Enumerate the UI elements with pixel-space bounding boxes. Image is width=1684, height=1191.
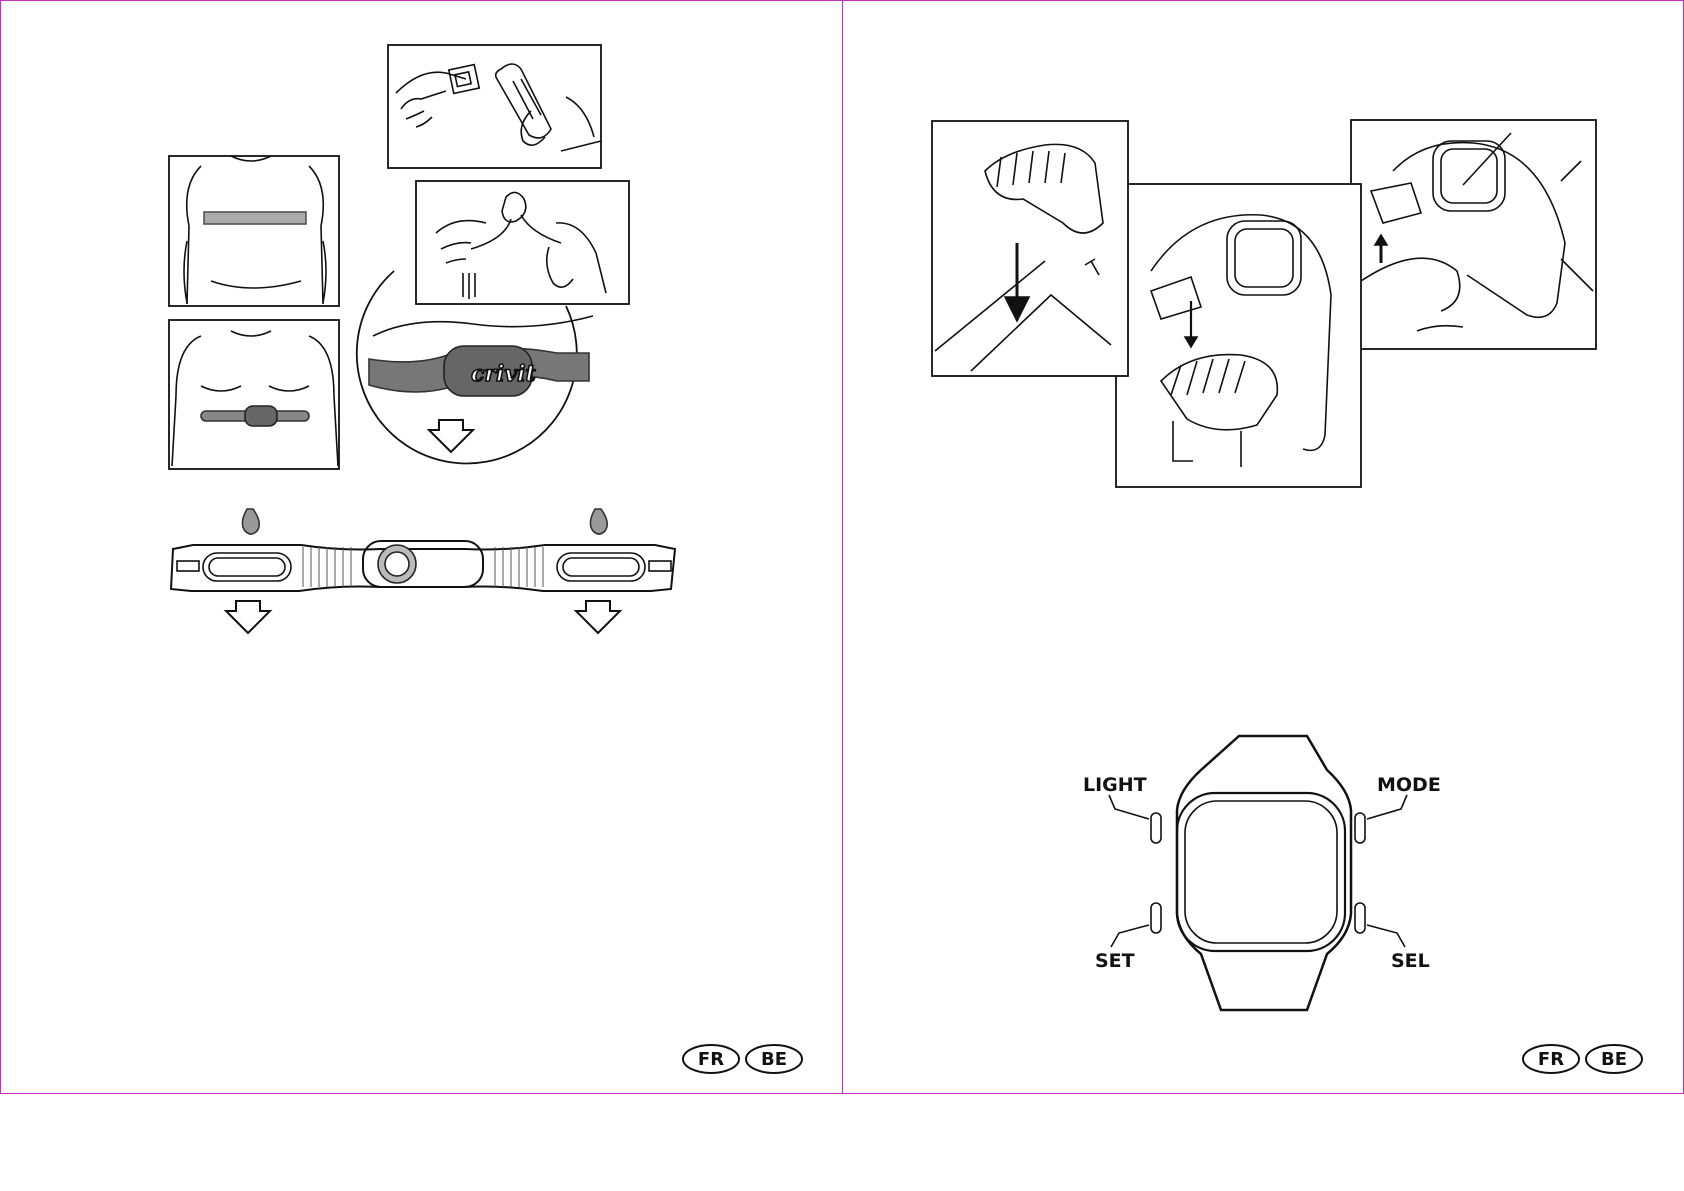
- fig-strap-bar: [932, 121, 1128, 376]
- label-mode: MODE: [1377, 774, 1441, 796]
- left-page: crivit: [0, 0, 843, 1094]
- fig-watch-face: [1109, 736, 1407, 1010]
- fig-watch-mount: [1116, 184, 1361, 487]
- label-sel: SEL: [1391, 950, 1430, 972]
- badge-be: BE: [761, 1049, 787, 1070]
- light-button-shape: [1151, 813, 1161, 843]
- fig-hands-strap: [416, 181, 629, 304]
- language-badges-left: FR BE: [683, 1045, 802, 1073]
- fig-torso-front: [169, 156, 339, 306]
- mode-button-shape: [1355, 813, 1365, 843]
- right-page: LIGHT MODE SET SEL FR BE: [842, 0, 1684, 1094]
- right-page-illustrations: LIGHT MODE SET SEL FR BE: [843, 1, 1684, 1095]
- label-set: SET: [1095, 950, 1135, 972]
- badge-be: BE: [1601, 1049, 1627, 1070]
- fig-chest-strap: [171, 509, 675, 633]
- badge-fr: FR: [1538, 1049, 1564, 1070]
- brand-logo: crivit: [471, 361, 536, 387]
- fig-torso-sensor: [169, 320, 339, 469]
- fig-sensor-zoom: crivit: [357, 271, 593, 463]
- left-page-illustrations: crivit: [1, 1, 844, 1095]
- badge-fr: FR: [698, 1049, 724, 1070]
- set-button-shape: [1151, 903, 1161, 933]
- fig-bike-mount: [1351, 120, 1596, 349]
- sel-button-shape: [1355, 903, 1365, 933]
- label-light: LIGHT: [1083, 774, 1147, 796]
- language-badges-right: FR BE: [1523, 1045, 1642, 1073]
- fig-hands-sensor: [388, 45, 601, 168]
